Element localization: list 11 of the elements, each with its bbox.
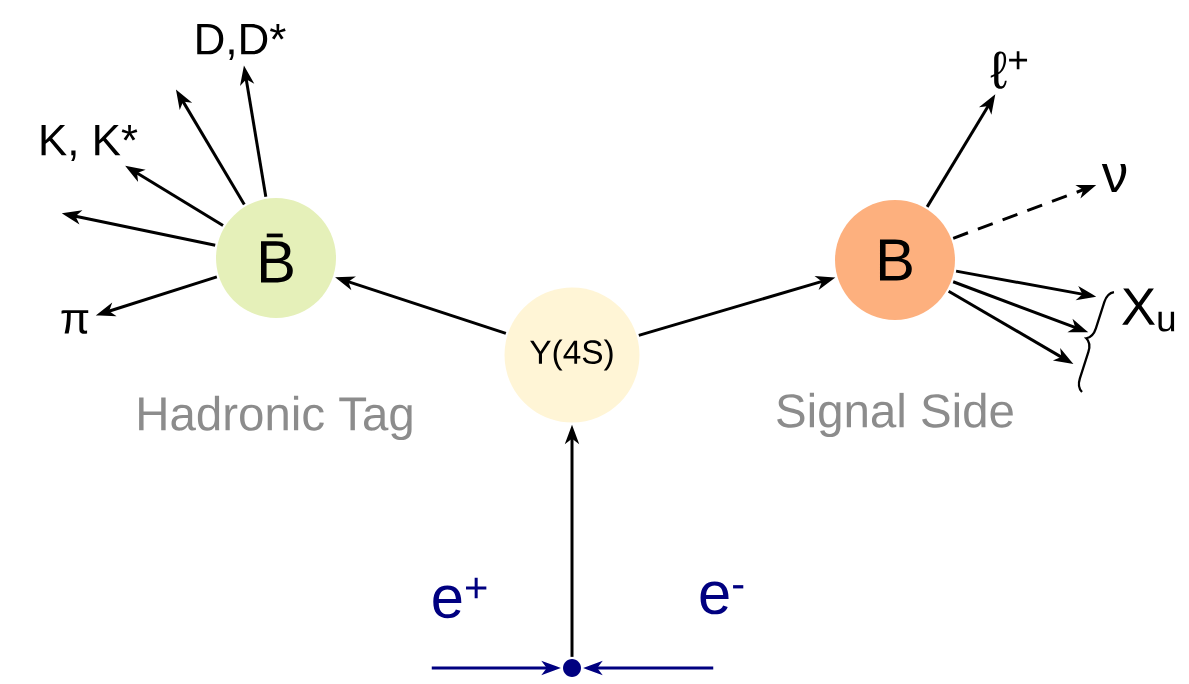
vertex-dot: [563, 659, 581, 677]
particle-label: e$^{-}$: [700, 581, 744, 615]
side-caption: Signal Side: [777, 392, 1013, 438]
particle-label: e$^{+}$: [433, 577, 487, 619]
particle-label: K, K*: [41, 125, 138, 161]
particle-label: π: [61, 310, 89, 334]
particle-label: D,D*: [197, 24, 286, 60]
side-caption: Hadronic Tag: [139, 395, 412, 441]
particle-label: ℓ$^{+}$: [990, 51, 1028, 89]
particle-label: ν: [1101, 164, 1127, 192]
braced-label: X$_{u}$: [1077, 288, 1175, 393]
